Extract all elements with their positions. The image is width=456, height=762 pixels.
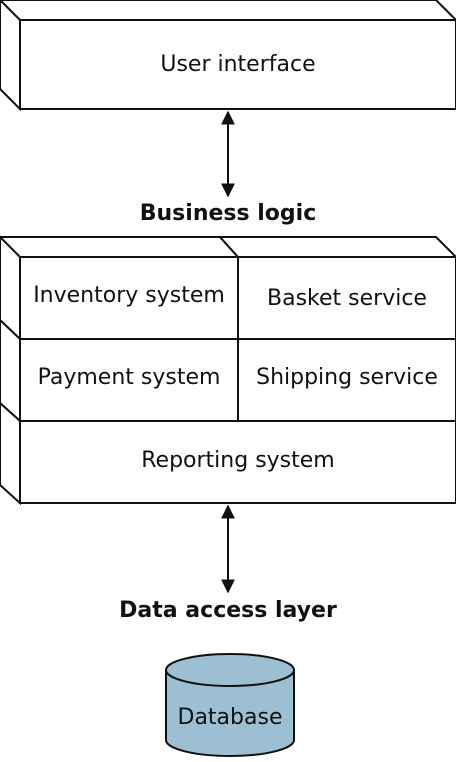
- user-interface-box: [0, 0, 456, 112]
- payment-system-cell: [19, 338, 239, 422]
- user-interface-box-front: [19, 19, 456, 110]
- user-interface-label: User interface: [160, 52, 316, 77]
- user-interface-box-top: [0, 0, 456, 21]
- basket-service-label: Basket service: [267, 286, 427, 311]
- shipping-service-label: Shipping service: [256, 365, 438, 390]
- business-logic-top-left: [0, 236, 241, 258]
- database-icon: [165, 653, 295, 757]
- database-cylinder-top: [165, 653, 295, 687]
- reporting-system-cell: [19, 420, 456, 504]
- user-interface-box-side: [0, 0, 21, 112]
- business-logic-title: Business logic: [139, 201, 317, 226]
- business-logic-side-bottom: [0, 401, 21, 506]
- basket-service-cell: [237, 256, 456, 340]
- payment-system-label: Payment system: [37, 365, 221, 390]
- database-cylinder-body: [165, 669, 295, 757]
- business-logic-top-right: [217, 236, 456, 258]
- inventory-system-label: Inventory system: [33, 283, 225, 308]
- inventory-system-cell: [19, 256, 239, 340]
- business-logic-block: [0, 235, 456, 506]
- reporting-system-label: Reporting system: [141, 448, 335, 473]
- data-access-layer-title: Data access layer: [119, 598, 337, 623]
- database-label: Database: [177, 705, 283, 730]
